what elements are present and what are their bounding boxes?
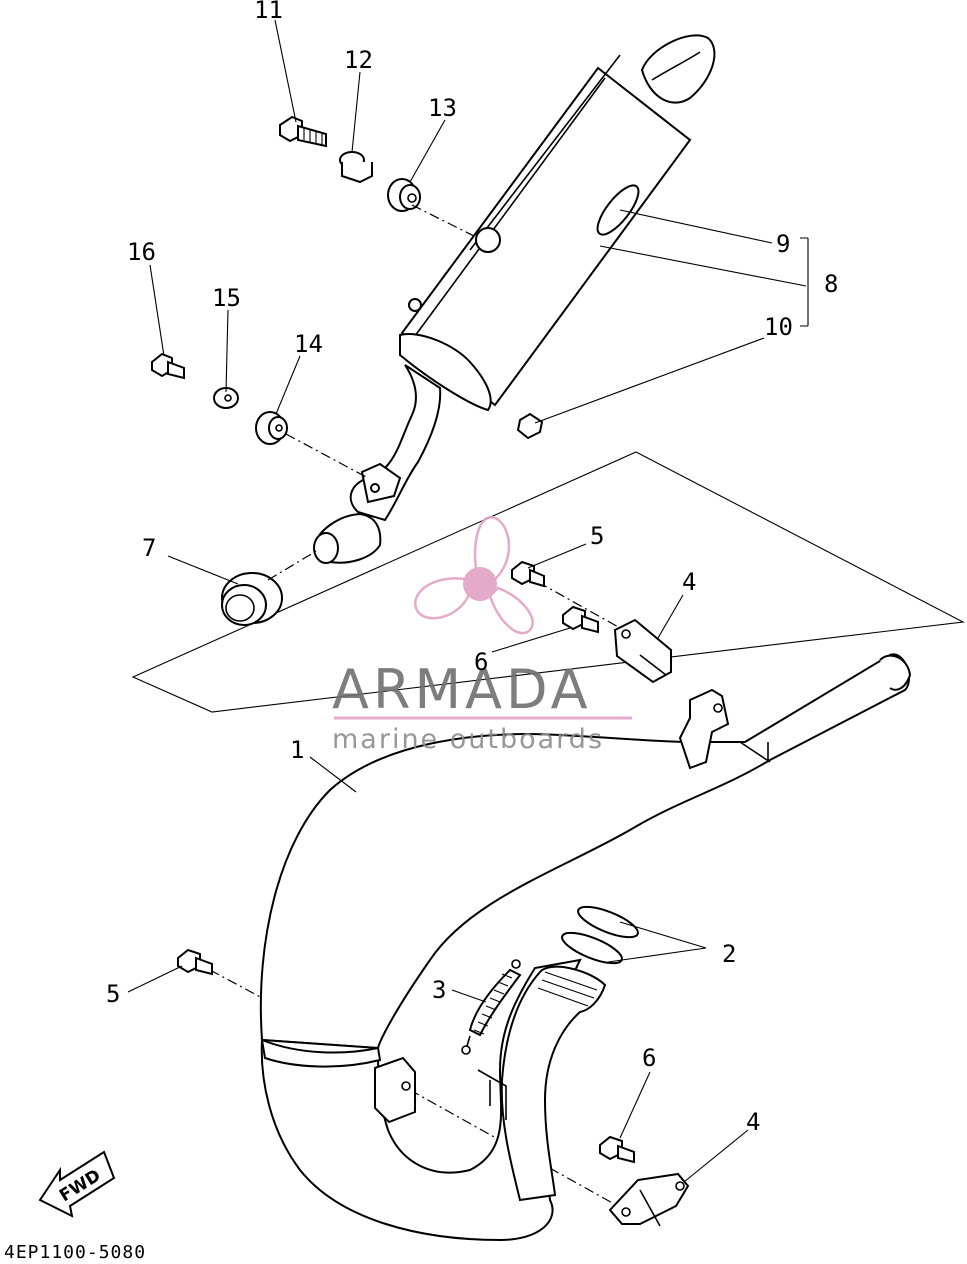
- callout-labels: 11 12 13 16 15 14 9 8 10 7 5 4 6 1 2 3 5…: [106, 0, 838, 1136]
- spring-3: [461, 959, 522, 1055]
- bolt-16: [151, 352, 185, 380]
- bolt-5-upper: [511, 560, 545, 588]
- bolt-6-lower: [599, 1135, 635, 1164]
- callout-4-upper: 4: [682, 568, 696, 596]
- callout-13: 13: [428, 94, 457, 122]
- bolt-5-lower: [177, 948, 213, 976]
- callout-10: 10: [764, 313, 793, 341]
- exhaust-pipe-1: [259, 653, 912, 1242]
- callout-5-upper: 5: [590, 522, 604, 550]
- callout-12: 12: [344, 46, 373, 74]
- leader-lines: [127, 19, 809, 1183]
- callout-9: 9: [776, 230, 790, 258]
- callout-15: 15: [212, 284, 241, 312]
- watermark-title: ARMADA: [332, 658, 592, 721]
- callout-7: 7: [142, 534, 156, 562]
- propeller-icon: [414, 515, 534, 635]
- callout-1: 1: [290, 736, 304, 764]
- gasket-ring-7: [221, 572, 283, 626]
- grommet-14: [255, 411, 288, 445]
- armada-watermark: ARMADA marine outboards: [332, 515, 632, 755]
- callout-5-lower: 5: [106, 980, 120, 1008]
- clamp-4-lower: [608, 1172, 690, 1227]
- forward-arrow-icon: FWD: [38, 1150, 116, 1218]
- callout-4-lower: 4: [746, 1108, 760, 1136]
- joint-pipe: [477, 965, 607, 1202]
- callout-16: 16: [127, 238, 156, 266]
- grommet-13: [387, 178, 421, 212]
- clamp-4-upper: [613, 618, 672, 684]
- callout-14: 14: [294, 330, 323, 358]
- callout-3: 3: [432, 976, 446, 1004]
- bolt-6-upper: [562, 605, 599, 634]
- assembly-frame: [131, 451, 965, 713]
- callout-8: 8: [824, 270, 838, 298]
- bolt-11: [279, 115, 327, 148]
- watermark-subtitle: marine outboards: [332, 724, 604, 755]
- callout-6-lower: 6: [642, 1044, 656, 1072]
- callout-6-upper: 6: [474, 648, 488, 676]
- collar-12: [339, 151, 373, 184]
- callout-11: 11: [254, 0, 283, 24]
- callout-2: 2: [722, 940, 736, 968]
- muffler-inlet-pipe: [313, 364, 442, 564]
- muffler-assembly: [399, 34, 716, 440]
- figure-code: 4EP1100-5080: [4, 1242, 146, 1263]
